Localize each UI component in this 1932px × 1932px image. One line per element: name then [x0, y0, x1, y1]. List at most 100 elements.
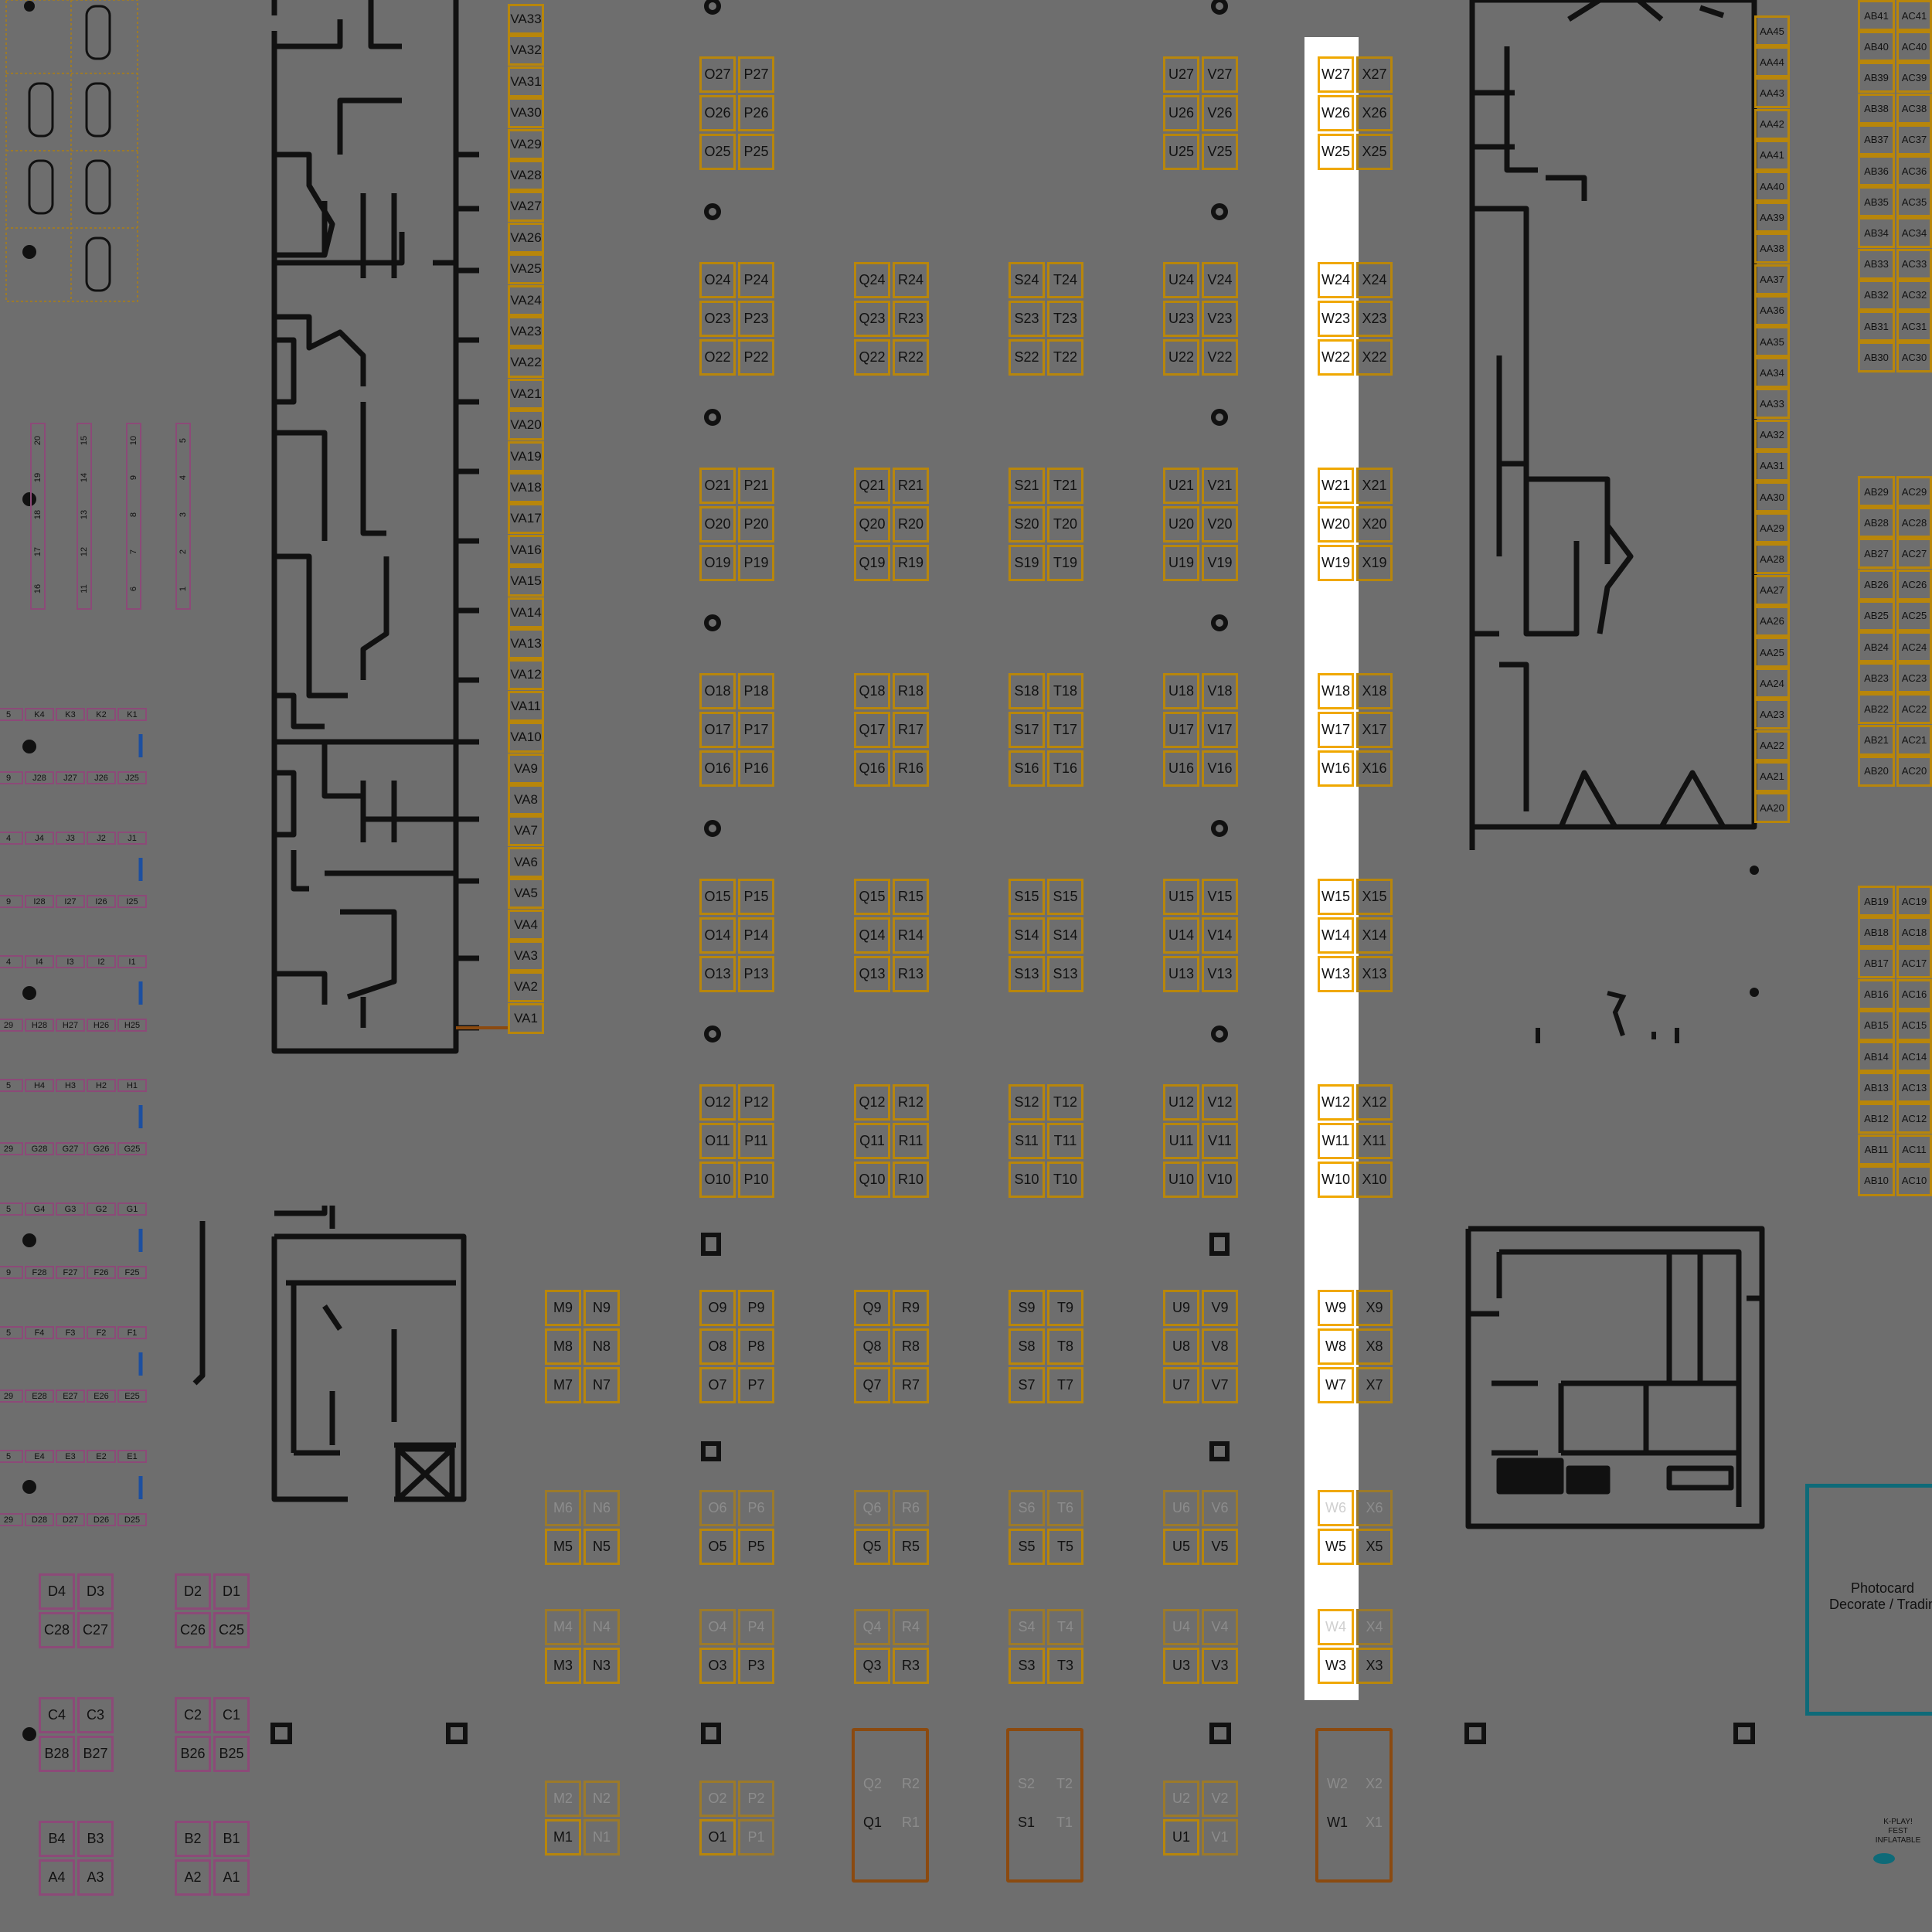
booth-x15[interactable]: X15: [1356, 879, 1393, 915]
booth-d27[interactable]: D27: [56, 1513, 85, 1526]
booth-o21[interactable]: O21: [699, 468, 736, 504]
number-slot-16[interactable]: 16: [33, 583, 43, 594]
booth-x23[interactable]: X23: [1356, 301, 1393, 337]
booth-va13[interactable]: VA13: [508, 628, 544, 659]
booth-r2[interactable]: R2: [902, 1776, 920, 1791]
booth-s20[interactable]: S20: [1009, 506, 1045, 543]
booth-va5[interactable]: VA5: [508, 878, 544, 910]
booth-x10[interactable]: X10: [1356, 1162, 1393, 1198]
booth-aa26[interactable]: AA26: [1754, 605, 1790, 637]
booth-w3[interactable]: W3: [1318, 1648, 1354, 1684]
booth-c26[interactable]: C26: [175, 1612, 211, 1648]
booth-p12[interactable]: P12: [738, 1084, 774, 1121]
number-slot-6[interactable]: 6: [129, 586, 138, 592]
booth-m9[interactable]: M9: [545, 1290, 581, 1326]
booth-ab18[interactable]: AB18: [1858, 917, 1895, 948]
booth-s1[interactable]: S1: [1018, 1815, 1036, 1830]
number-slot-4[interactable]: 4: [179, 474, 188, 481]
booth-r15[interactable]: R15: [893, 879, 929, 915]
booth-r19[interactable]: R19: [893, 545, 929, 581]
booth-o17[interactable]: O17: [699, 712, 736, 748]
booth-k3[interactable]: K3: [56, 708, 85, 721]
booth-v7[interactable]: V7: [1202, 1367, 1238, 1403]
booth-v23[interactable]: V23: [1202, 301, 1238, 337]
number-slot-1[interactable]: 1: [179, 586, 188, 592]
number-slot-8[interactable]: 8: [129, 512, 138, 518]
number-slot-7[interactable]: 7: [129, 549, 138, 555]
booth-x21[interactable]: X21: [1356, 468, 1393, 504]
number-slot-5[interactable]: 5: [179, 437, 188, 444]
booth-o18[interactable]: O18: [699, 673, 736, 709]
booth-g2[interactable]: G2: [87, 1202, 116, 1216]
booth-t5[interactable]: T5: [1047, 1529, 1083, 1565]
booth-x4[interactable]: X4: [1356, 1609, 1393, 1645]
booth-x20[interactable]: X20: [1356, 506, 1393, 543]
booth-n6[interactable]: N6: [583, 1490, 620, 1526]
booth-j25[interactable]: J25: [117, 771, 147, 784]
booth-ab32[interactable]: AB32: [1858, 279, 1895, 311]
booth-s10[interactable]: S10: [1009, 1162, 1045, 1198]
booth-t11[interactable]: T11: [1047, 1123, 1083, 1159]
booth-j27[interactable]: J27: [56, 771, 85, 784]
booth-9[interactable]: 9: [0, 1266, 23, 1279]
booth-x11[interactable]: X11: [1356, 1123, 1393, 1159]
booth-aa44[interactable]: AA44: [1754, 46, 1790, 78]
booth-r18[interactable]: R18: [893, 673, 929, 709]
booth-ac20[interactable]: AC20: [1896, 755, 1932, 787]
number-slot-2[interactable]: 2: [179, 549, 188, 555]
booth-e4[interactable]: E4: [25, 1450, 54, 1463]
booth-ac12[interactable]: AC12: [1896, 1103, 1932, 1134]
booth-q8[interactable]: Q8: [854, 1328, 890, 1365]
booth-w20[interactable]: W20: [1318, 506, 1354, 543]
booth-p20[interactable]: P20: [738, 506, 774, 543]
booth-a2[interactable]: A2: [175, 1859, 211, 1896]
booth-c25[interactable]: C25: [213, 1612, 250, 1648]
booth-r14[interactable]: R14: [893, 917, 929, 954]
booth-va20[interactable]: VA20: [508, 410, 544, 441]
booth-u23[interactable]: U23: [1163, 301, 1199, 337]
booth-va8[interactable]: VA8: [508, 784, 544, 815]
booth-g28[interactable]: G28: [25, 1142, 54, 1155]
booth-ac38[interactable]: AC38: [1896, 93, 1932, 124]
booth-j4[interactable]: J4: [25, 832, 54, 845]
booth-x7[interactable]: X7: [1356, 1367, 1393, 1403]
booth-o10[interactable]: O10: [699, 1162, 736, 1198]
booth-b2[interactable]: B2: [175, 1821, 211, 1857]
booth-p4[interactable]: P4: [738, 1609, 774, 1645]
booth-s7[interactable]: S7: [1009, 1367, 1045, 1403]
booth-va14[interactable]: VA14: [508, 597, 544, 628]
booth-e1[interactable]: E1: [117, 1450, 147, 1463]
booth-o19[interactable]: O19: [699, 545, 736, 581]
booth-t8[interactable]: T8: [1047, 1328, 1083, 1365]
booth-ab41[interactable]: AB41: [1858, 0, 1895, 31]
booth-o26[interactable]: O26: [699, 95, 736, 131]
booth-v24[interactable]: V24: [1202, 262, 1238, 298]
booth-f4[interactable]: F4: [25, 1326, 54, 1339]
booth-p9[interactable]: P9: [738, 1290, 774, 1326]
booth-va21[interactable]: VA21: [508, 378, 544, 410]
booth-b26[interactable]: B26: [175, 1736, 211, 1772]
booth-f27[interactable]: F27: [56, 1266, 85, 1279]
booth-ac24[interactable]: AC24: [1896, 631, 1932, 662]
booth-aa30[interactable]: AA30: [1754, 481, 1790, 512]
booth-w4[interactable]: W4: [1318, 1609, 1354, 1645]
booth-p22[interactable]: P22: [738, 339, 774, 376]
booth-k4[interactable]: K4: [25, 708, 54, 721]
booth-w17[interactable]: W17: [1318, 712, 1354, 748]
booth-e27[interactable]: E27: [56, 1389, 85, 1403]
booth-w5[interactable]: W5: [1318, 1529, 1354, 1565]
booth-i27[interactable]: I27: [56, 895, 85, 908]
number-slot-11[interactable]: 11: [80, 584, 89, 594]
booth-q17[interactable]: Q17: [854, 712, 890, 748]
booth-n7[interactable]: N7: [583, 1367, 620, 1403]
number-slot-20[interactable]: 20: [33, 435, 43, 446]
booth-u9[interactable]: U9: [1163, 1290, 1199, 1326]
booth-n1[interactable]: N1: [583, 1819, 620, 1855]
booth-aa33[interactable]: AA33: [1754, 388, 1790, 420]
booth-s14[interactable]: S14: [1047, 917, 1083, 954]
booth-x16[interactable]: X16: [1356, 750, 1393, 787]
booth-m5[interactable]: M5: [545, 1529, 581, 1565]
booth-ac26[interactable]: AC26: [1896, 569, 1932, 600]
booth-p5[interactable]: P5: [738, 1529, 774, 1565]
booth-5[interactable]: 5: [0, 1326, 23, 1339]
